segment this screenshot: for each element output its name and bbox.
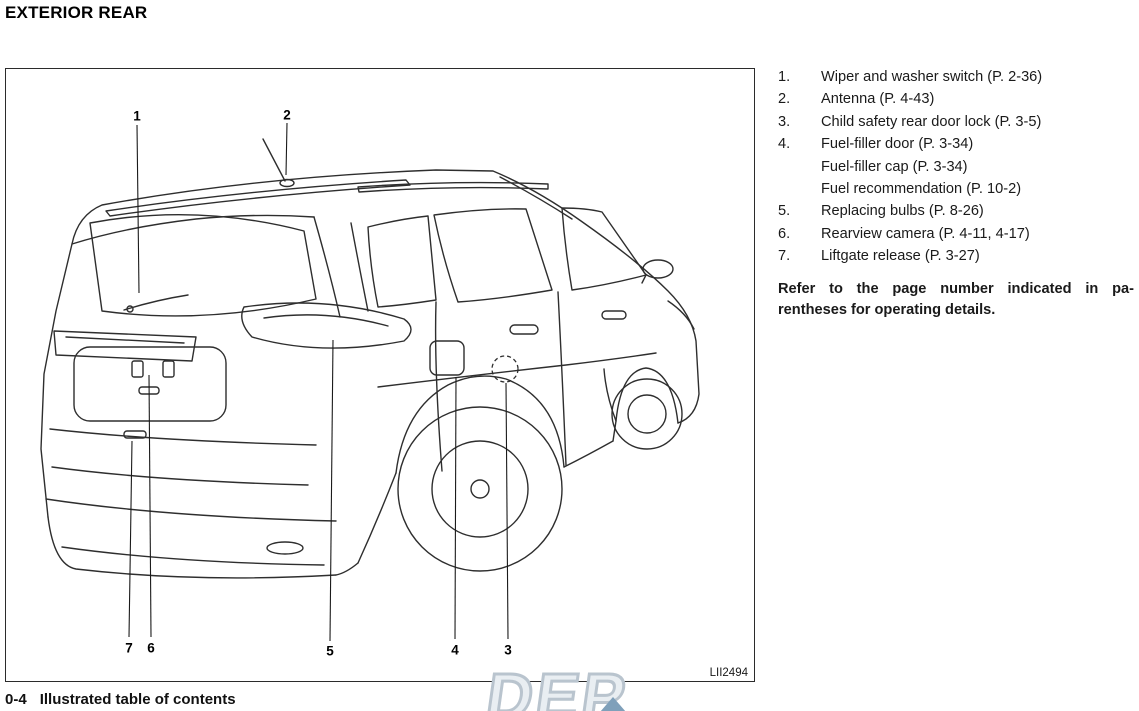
page-footer: 0-4 Illustrated table of contents bbox=[5, 691, 236, 708]
list-item: 5. Replacing bulbs (P. 8-26) bbox=[778, 200, 1134, 222]
list-item-number: 1. bbox=[778, 69, 791, 85]
list-item-number: 6. bbox=[778, 225, 791, 242]
list-item-text: Rearview camera (P. 4-11, 4-17) bbox=[821, 225, 1030, 242]
list-item-text: Fuel-filler door (P. 3-34) Fuel-filler c… bbox=[821, 136, 1022, 198]
reference-note: Refer to the page number indicated in pa… bbox=[778, 279, 1134, 322]
exterior-rear-figure: 1 2 7 6 5 4 3 LII2494 bbox=[5, 68, 755, 682]
list-item-text: Wiper and washer switch (P. 2-36) bbox=[821, 69, 1043, 85]
callout-5: 5 bbox=[326, 643, 334, 659]
footer-section-title: Illustrated table of contents bbox=[39, 691, 236, 708]
page-title: EXTERIOR REAR bbox=[5, 3, 148, 22]
reference-note-line1: Refer to the page number indicated in pa… bbox=[778, 280, 1134, 297]
list-item: 4. Fuel-filler door (P. 3-34) Fuel-fille… bbox=[778, 133, 1134, 200]
callout-6: 6 bbox=[147, 640, 155, 656]
callout-3: 3 bbox=[504, 642, 512, 658]
callout-1: 1 bbox=[133, 108, 141, 124]
reference-note-line2: rentheses for operating details. bbox=[778, 302, 996, 319]
list-item: 1. Wiper and washer switch (P. 2-36) bbox=[778, 66, 1134, 88]
parts-list: 1. Wiper and washer switch (P. 2-36) 2. … bbox=[778, 66, 1134, 322]
list-item: 7. Liftgate release (P. 3-27) bbox=[778, 245, 1134, 267]
list-item-text: Child safety rear door lock (P. 3-5) bbox=[821, 113, 1042, 130]
list-item-text: Replacing bulbs (P. 8-26) bbox=[821, 203, 984, 220]
figure-code: LII2494 bbox=[709, 667, 748, 679]
publisher-watermark-triangle bbox=[600, 697, 626, 711]
footer-page-number: 0-4 bbox=[5, 691, 27, 708]
list-item: 6. Rearview camera (P. 4-11, 4-17) bbox=[778, 223, 1134, 245]
callout-4: 4 bbox=[451, 642, 459, 658]
list-item-text: Liftgate release (P. 3-27) bbox=[821, 248, 980, 265]
list-item-number: 5. bbox=[778, 203, 791, 220]
callout-2: 2 bbox=[283, 107, 291, 123]
list-item-number: 4. bbox=[778, 136, 791, 153]
callout-7: 7 bbox=[125, 640, 133, 656]
list-item-text: Antenna (P. 4-43) bbox=[821, 91, 935, 108]
list-item-number: 3. bbox=[778, 113, 791, 130]
list-item: 2. Antenna (P. 4-43) bbox=[778, 88, 1134, 110]
list-item-number: 2. bbox=[778, 91, 791, 108]
vehicle-illustration bbox=[40, 122, 700, 642]
list-item: 3. Child safety rear door lock (P. 3-5) bbox=[778, 111, 1134, 133]
list-item-number: 7. bbox=[778, 248, 791, 265]
